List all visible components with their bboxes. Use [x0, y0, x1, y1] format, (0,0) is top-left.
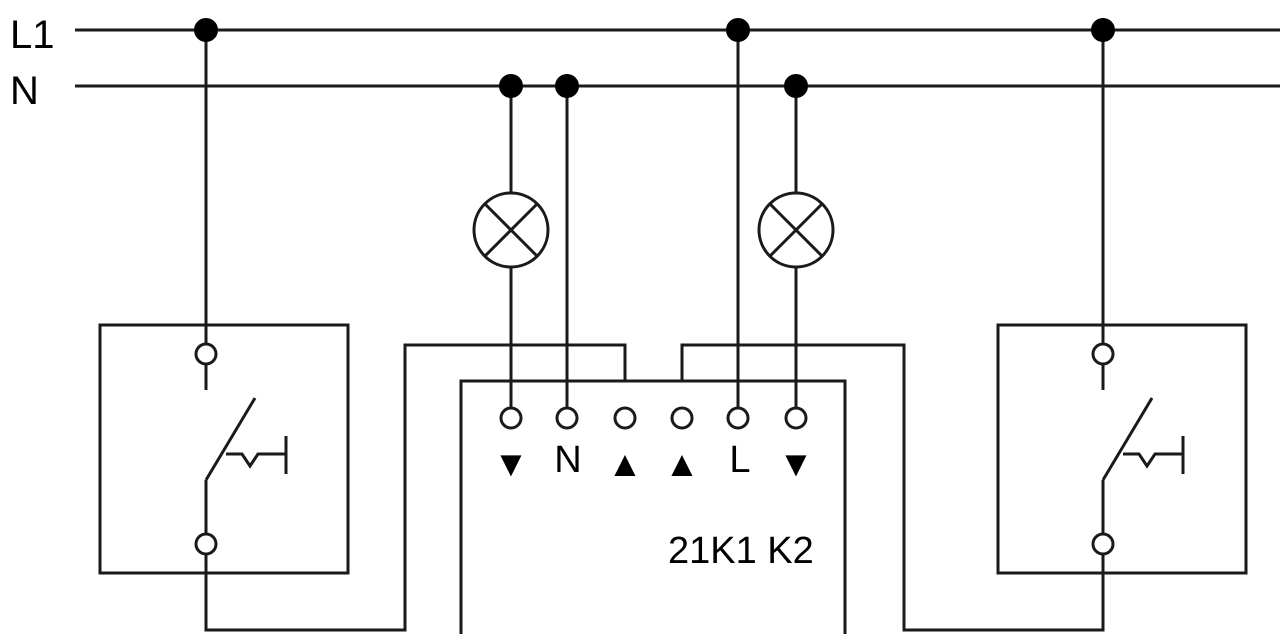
right-switch-top-terminal: [1091, 342, 1115, 366]
actuator-terminal: [670, 406, 694, 430]
actuator-terminal: [613, 406, 637, 430]
right-switch-return-wire: [680, 343, 1105, 632]
actuator-terminal: [784, 406, 808, 430]
junction-dot: [499, 74, 523, 98]
n-label: N: [10, 69, 39, 113]
terminal-label-l: L: [729, 439, 750, 481]
actuator-model-label: 21K1 K2: [668, 530, 814, 572]
junction-dot: [555, 74, 579, 98]
terminal-label-down: ▼: [493, 443, 529, 484]
left-switch-contact: [204, 397, 288, 505]
terminal-label-down: ▼: [778, 443, 814, 484]
actuator-terminal: [499, 406, 523, 430]
left-switch-return-wire: [204, 343, 627, 632]
right-switch-contact: [1101, 397, 1185, 505]
terminal-label-n: N: [554, 439, 581, 481]
junction-dot: [784, 74, 808, 98]
terminal-label-up: ▲: [664, 443, 700, 484]
terminal-label-up: ▲: [607, 443, 643, 484]
actuator-box: [459, 379, 847, 634]
junction-dot: [1091, 18, 1115, 42]
right-switch-bottom-terminal: [1091, 532, 1115, 556]
actuator-terminal: [555, 406, 579, 430]
junction-dot: [726, 18, 750, 42]
left-switch-top-terminal: [194, 342, 218, 366]
left-switch-bottom-terminal: [194, 532, 218, 556]
l1-label: L1: [10, 13, 55, 57]
actuator-terminal: [726, 406, 750, 430]
junction-dot: [194, 18, 218, 42]
